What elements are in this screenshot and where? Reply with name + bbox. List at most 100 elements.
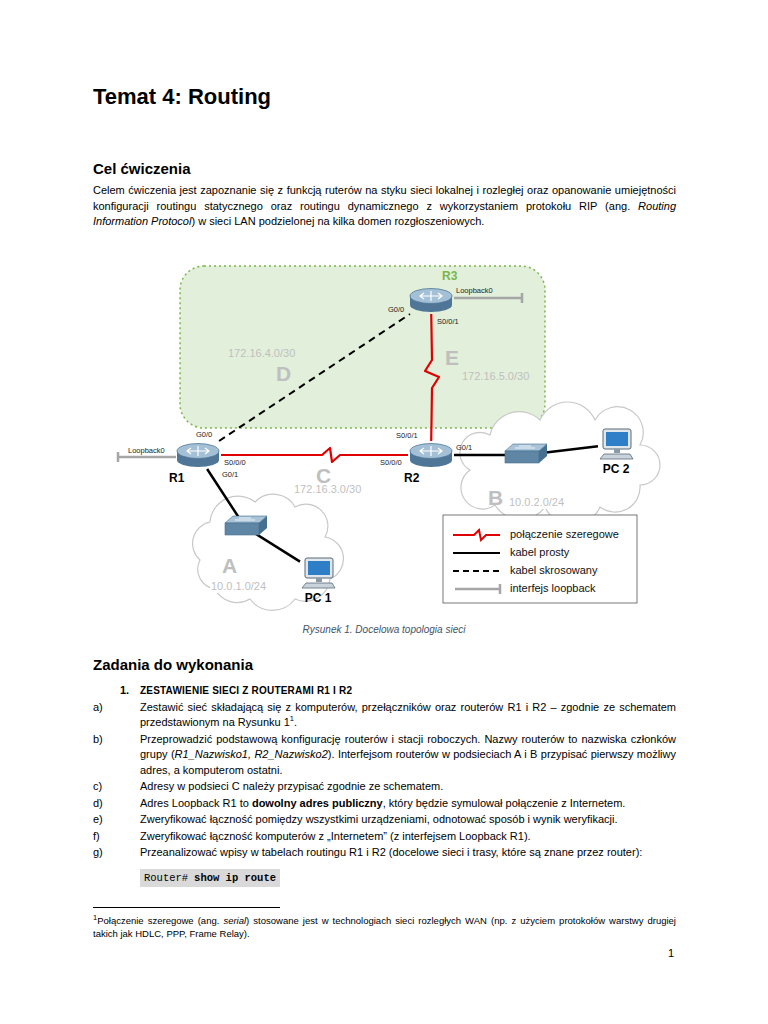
serial-link <box>425 314 439 441</box>
task-item: c) Adresy w podsieci C należy przypisać z… <box>93 779 676 795</box>
task-list: 1. ZESTAWIENIE SIECI Z ROUTERAMI R1 I R2 a… <box>93 683 676 940</box>
router-node: R3 <box>408 286 454 314</box>
router-icon <box>408 441 454 469</box>
task-item: g)Przeanalizować wpisy w tabelach routin… <box>93 845 676 861</box>
interface-label: Loopback0 <box>456 286 493 295</box>
task-text: , który będzie symulował połączenie z In… <box>383 797 626 809</box>
router-icon <box>408 286 454 314</box>
task-text: Adresy w podsieci C należy przypisać zgo… <box>140 780 443 792</box>
interface-label: S0/0/1 <box>437 317 459 326</box>
interface-label: G0/0 <box>196 430 212 439</box>
router-node: R1 <box>175 441 221 469</box>
legend-text: połączenie szeregowe <box>510 528 619 540</box>
pc-node: PC 1 <box>300 557 336 589</box>
pc-icon <box>598 428 634 460</box>
paragraph-text: Celem ćwiczenia jest zapoznanie się z fu… <box>93 184 676 212</box>
list-marker: f) <box>93 829 100 845</box>
task-item: b) Przeprowadzić podstawową konfigurację … <box>93 732 676 779</box>
legend-text: kabel prosty <box>510 546 569 558</box>
footnote-rule <box>93 907 280 908</box>
section-heading: Cel ćwiczenia <box>93 160 191 177</box>
code-line: Router# show ip route <box>140 869 676 888</box>
task-text: Zestawić sieć składającą się z komputeró… <box>140 700 676 731</box>
interface-label: S0/0/0 <box>380 458 402 467</box>
device-label: R1 <box>169 471 184 485</box>
task-text: Adres Loopback R1 to dowolny adres publi… <box>140 796 676 812</box>
interface-label: Loopback0 <box>128 446 165 455</box>
task-text: ZESTAWIENIE SIECI Z ROUTERAMI R1 I R2 <box>140 683 676 699</box>
list-marker: d) <box>93 796 103 812</box>
loopback-line <box>118 293 522 462</box>
paragraph: Celem ćwiczenia jest zapoznanie się z fu… <box>93 183 676 230</box>
code-text: Router# <box>144 872 188 884</box>
device-label: R2 <box>404 471 419 485</box>
list-marker: 1. <box>120 683 129 699</box>
legend-entry: kabel skrosowany <box>510 564 597 576</box>
subnet-label: 10.0.1.0/24 <box>210 580 267 593</box>
legend-entry: kabel prosty <box>510 546 569 558</box>
task-text: Przeprowadzić podstawową konfigurację ro… <box>140 732 676 779</box>
link-letter: D <box>276 362 291 386</box>
task-text: Zweryfikować łączność pomiędzy wszystkim… <box>140 812 676 828</box>
lan-cloud <box>193 494 344 610</box>
link-letter: E <box>445 346 459 370</box>
router-node: R2 <box>408 441 454 469</box>
network-letter: A <box>222 554 237 578</box>
switch-symbol <box>225 516 267 535</box>
task-text: Zweryfikować łączność komputerów z „Inte… <box>140 829 676 845</box>
page-title: Temat 4: Routing <box>93 84 271 110</box>
interface-label: S0/0/0 <box>224 458 246 467</box>
subnet-label: 172.16.4.0/30 <box>228 347 295 360</box>
subnet-label: 172.16.5.0/30 <box>462 370 529 383</box>
task-text: dowolny adres publiczny <box>252 797 383 809</box>
serial-link <box>221 448 408 462</box>
device-name: PC 2 <box>603 462 630 476</box>
task-text: 1 <box>290 714 294 723</box>
router-icon <box>175 441 221 469</box>
code-text: show ip route <box>194 872 276 884</box>
legend-sample <box>453 530 500 594</box>
footnote-text: serial <box>223 915 246 926</box>
paragraph-text: ) w sieci LAN podzielonej na kilka domen… <box>191 215 484 227</box>
device-label: PC 2 <box>603 462 630 476</box>
task-text: ZESTAWIENIE SIECI Z ROUTERAMI R1 I R2 <box>140 685 352 696</box>
crossover-cable <box>219 314 410 441</box>
task-item: e) Zweryfikować łączność pomiędzy wszystk… <box>93 812 676 828</box>
task-item: d) Adres Loopback R1 to dowolny adres pub… <box>93 796 676 812</box>
device-label: PC 1 <box>305 591 332 605</box>
switch-symbol <box>505 444 547 463</box>
task-text: Zweryfikować łączność pomiędzy wszystkim… <box>140 813 617 825</box>
task-text: Zweryfikować łączność komputerów z „Inte… <box>140 830 531 842</box>
list-marker: a) <box>93 700 103 716</box>
code-box: Router# show ip route <box>140 869 280 888</box>
list-marker: c) <box>93 779 102 795</box>
list-marker: e) <box>93 812 103 828</box>
pc-icon <box>300 557 336 589</box>
device-name: PC 1 <box>305 591 332 605</box>
task-text: Adresy w podsieci C należy przypisać zgo… <box>140 779 676 795</box>
list-marker: b) <box>93 732 103 748</box>
straight-cable <box>454 446 598 455</box>
interface-label: G0/1 <box>222 470 238 479</box>
footnote-text: Połączenie szeregowe (ang. <box>97 915 223 926</box>
legend-text: interfejs loopback <box>510 582 596 594</box>
task-text: . <box>294 716 297 728</box>
task-item: f) Zweryfikować łączność komputerów z „In… <box>93 829 676 845</box>
interface-label: G0/1 <box>456 443 472 452</box>
straight-cable <box>207 469 300 562</box>
interface-label: G0/0 <box>388 305 404 314</box>
interface-label: S0/0/1 <box>396 431 418 440</box>
lan-cloud <box>460 402 660 525</box>
task-item: 1. ZESTAWIENIE SIECI Z ROUTERAMI R1 I R2 <box>93 683 676 699</box>
footnote-text: 1 <box>93 913 97 922</box>
link-letter: C <box>316 464 331 488</box>
task-text: Adres Loopback R1 to <box>140 797 252 809</box>
subnet-label: 10.0.2.0/24 <box>508 496 565 509</box>
task-text: Przeanalizować wpisy w tabelach routingu… <box>140 846 642 858</box>
area-region <box>180 266 545 428</box>
page-number: 1 <box>668 946 674 962</box>
network-letter: B <box>488 486 503 510</box>
